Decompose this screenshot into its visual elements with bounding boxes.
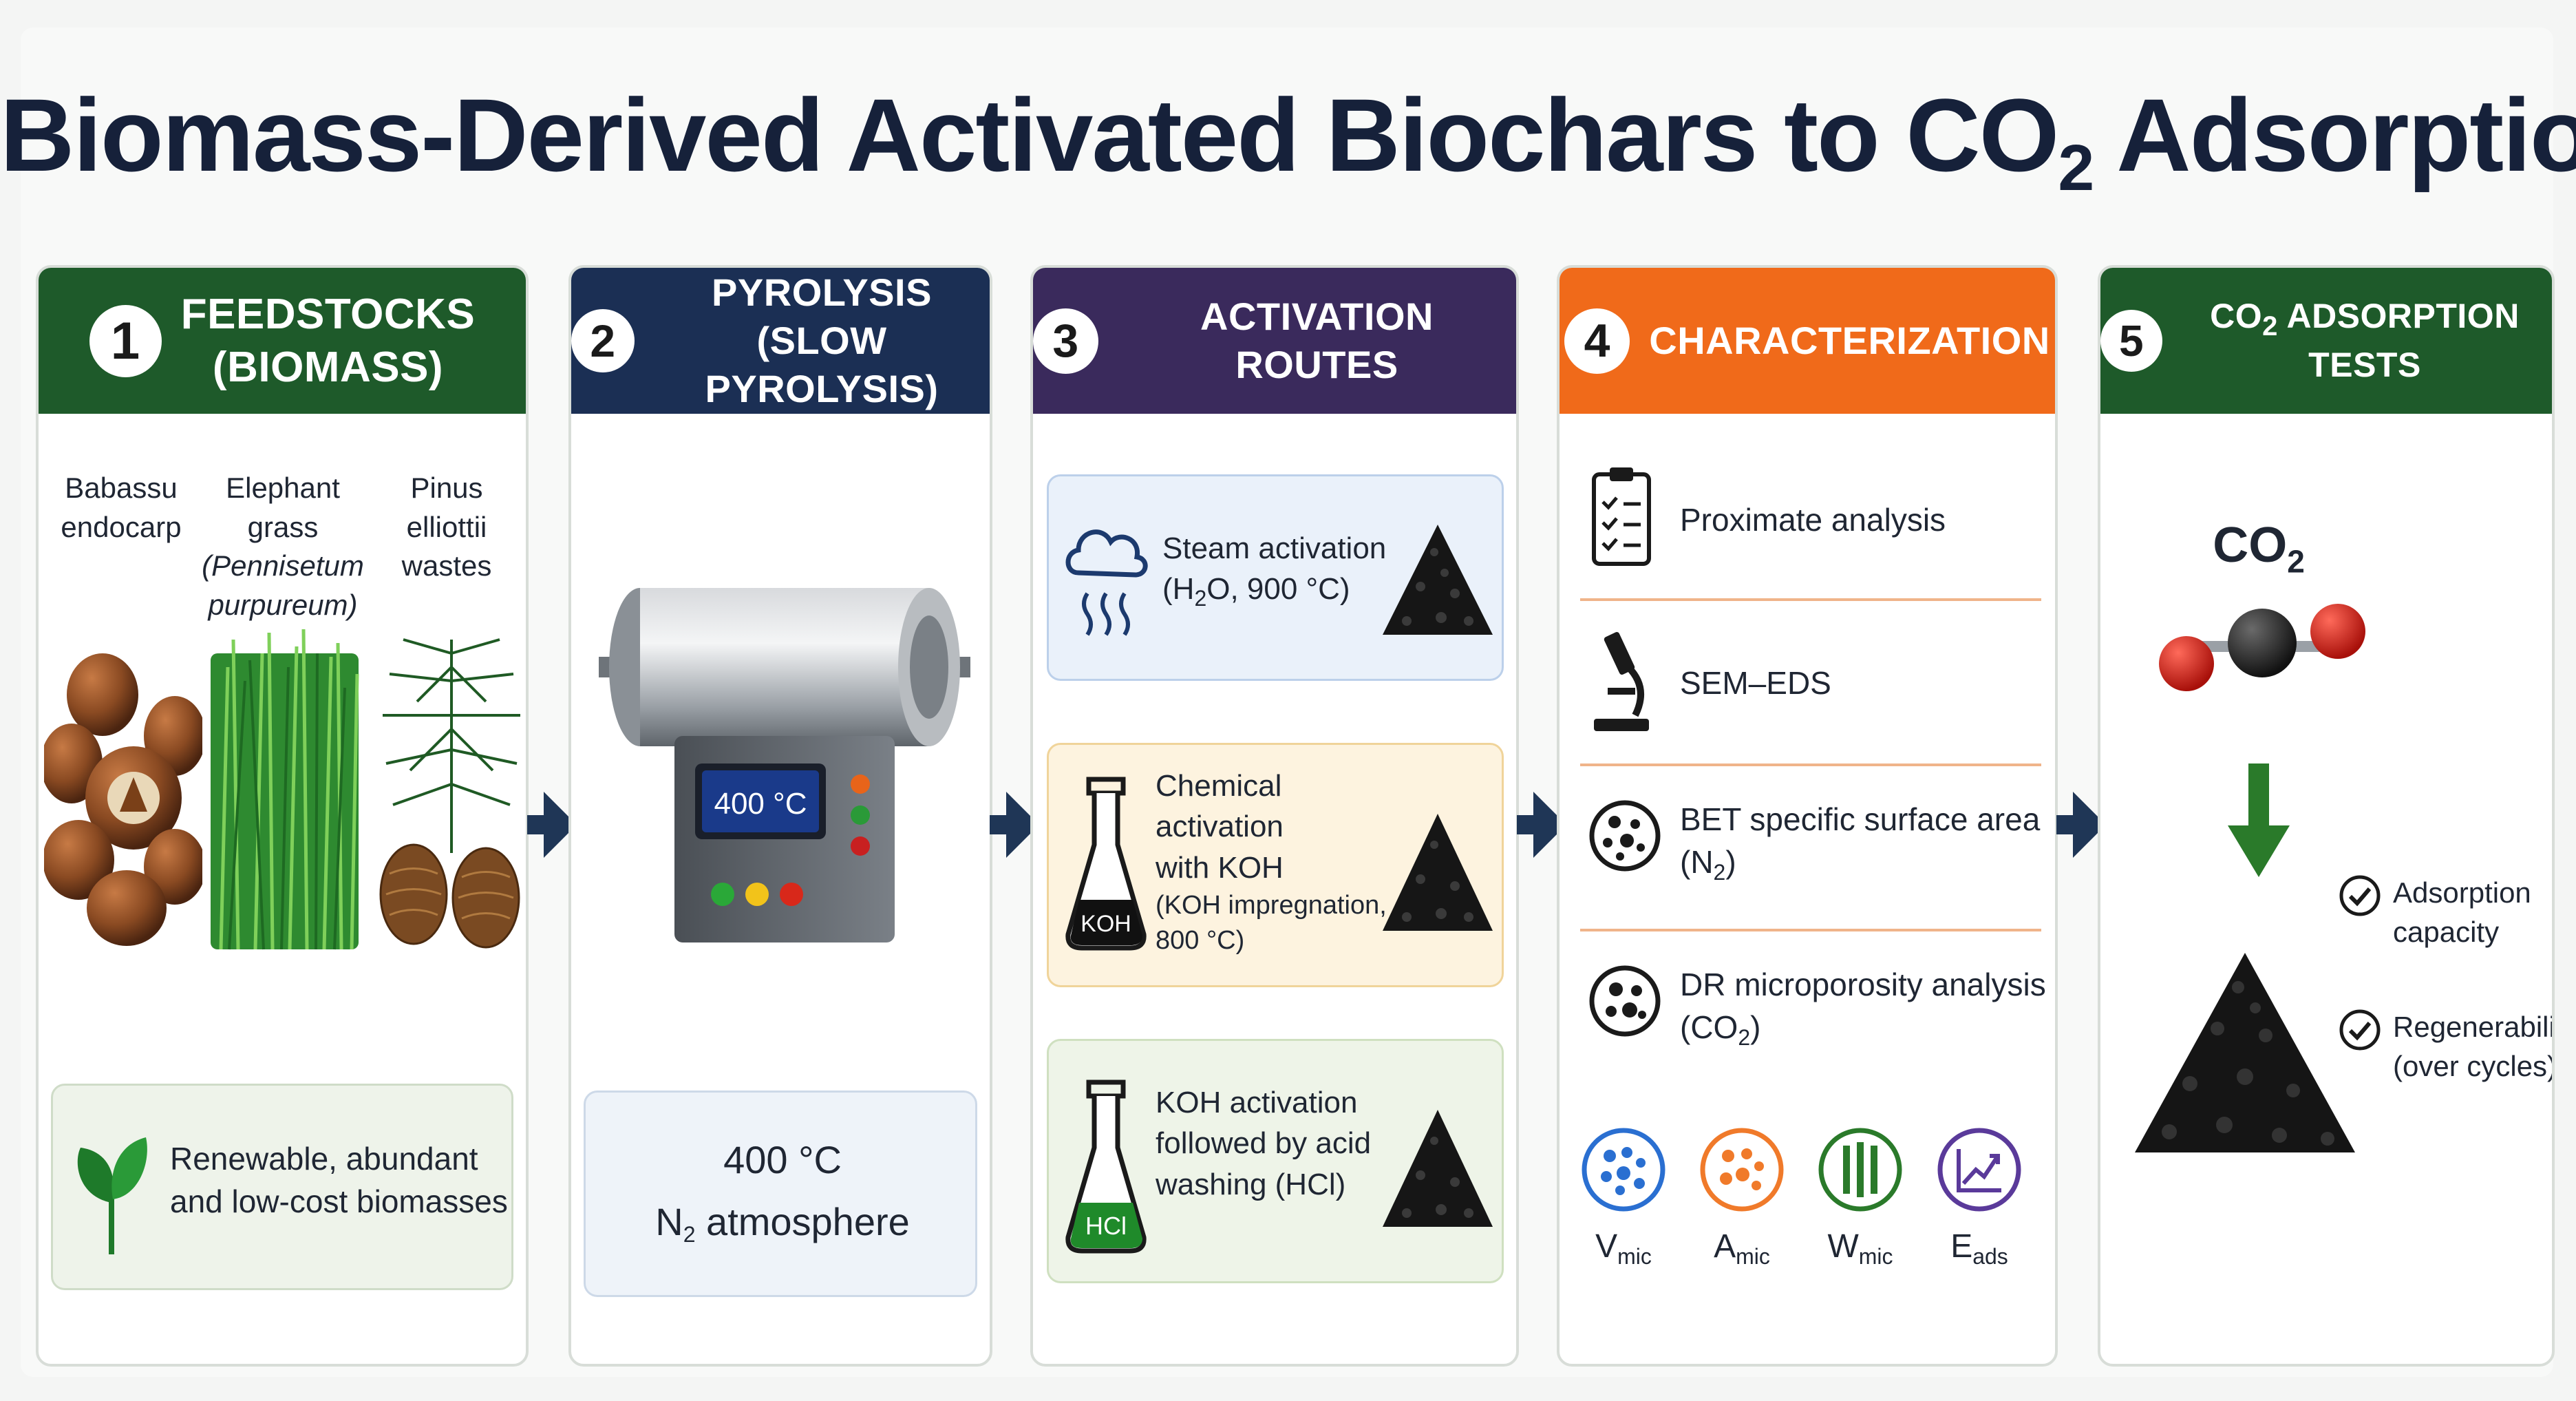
biochar-pile-image (1383, 814, 1493, 931)
divider (1580, 929, 2041, 931)
benefit-note: Renewable, abundant and low-cost biomass… (51, 1084, 513, 1290)
panel-header: 3 ACTIVATION ROUTES (1033, 268, 1516, 414)
leaf-icon (77, 1137, 147, 1254)
activation-route-koh-hcl: HCl KOH activation followed by acid wash… (1047, 1039, 1504, 1283)
panel-header: 1 FEEDSTOCKS (BIOMASS) (39, 268, 526, 414)
svg-text:HCl: HCl (1085, 1212, 1127, 1240)
micropore-volume-icon (1582, 1128, 1665, 1212)
check-icon (2339, 1009, 2381, 1051)
microscope-icon (1594, 632, 1649, 731)
panel-title: CO2 ADSORPTION TESTS (2210, 297, 2520, 385)
step-number: 3 (1033, 308, 1098, 374)
route-description: Chemical activation with KOH (KOH impreg… (1156, 769, 1387, 956)
panel-header: 5 CO2 ADSORPTION TESTS (2100, 268, 2552, 414)
temperature-condition: 400 °C (723, 1138, 842, 1181)
panel-header: 4 CHARACTERIZATION (1560, 268, 2055, 414)
babassu-nuts-image (44, 653, 202, 946)
biochar-pile-image (1383, 525, 1493, 635)
characterization-item: BET specific surface area (N2) (1680, 801, 2041, 885)
characterization-item: Proximate analysis (1680, 502, 1946, 538)
param-label: Eads (1950, 1228, 2008, 1269)
test-item: Regenerability (over cycles) (2393, 1011, 2555, 1082)
route-description: Steam activation (H2O, 900 °C) (1162, 531, 1387, 611)
panel-characterization: 4 CHARACTERIZATION Proximate analysis SE… (1557, 265, 2058, 1367)
step-number: 1 (89, 304, 162, 377)
panel-title: FEEDSTOCKS (BIOMASS) (180, 290, 476, 392)
param-label: Wmic (1827, 1228, 1893, 1269)
check-icon (2339, 875, 2381, 916)
feedstock-label: Elephant grass (Pennisetum purpureum) (202, 472, 364, 622)
divider (1580, 763, 2041, 766)
pine-wastes-image (379, 638, 520, 949)
panel-feedstocks: 1 FEEDSTOCKS (BIOMASS) Babassu endocarp … (36, 265, 529, 1367)
characterization-item: DR microporosity analysis (CO2) (1680, 967, 2046, 1051)
pyrolysis-furnace-image: 400 °C (599, 588, 970, 942)
cloud-steam-icon (1065, 529, 1148, 636)
panel-header: 2 PYROLYSIS (SLOW PYROLYSIS) (571, 268, 990, 414)
clipboard-icon (1592, 467, 1651, 566)
micropore-width-icon (1818, 1128, 1902, 1212)
pores-icon (1589, 965, 1661, 1037)
temperature-display: 400 °C (714, 787, 807, 821)
param-label: Amic (1714, 1228, 1770, 1269)
step-number: 4 (1564, 308, 1630, 374)
activation-route-koh: KOH Chemical activation with KOH (KOH im… (1047, 743, 1504, 987)
atmosphere-condition: N2 atmosphere (655, 1200, 910, 1247)
param-label: Vmic (1595, 1228, 1652, 1269)
biochar-pile-image (1383, 1110, 1493, 1227)
svg-text:KOH: KOH (1081, 911, 1131, 937)
characterization-item: SEM–EDS (1680, 665, 1831, 701)
elephant-grass-image (211, 629, 359, 950)
panel-title: ACTIVATION ROUTES (1200, 295, 1434, 386)
biochar-pile-image (2135, 953, 2355, 1152)
feedstock-label: Pinus elliottii wastes (401, 472, 492, 582)
page-title: Biomass-Derived Activated Biochars to CO… (0, 77, 2576, 204)
panel-title: CHARACTERIZATION (1649, 319, 2050, 362)
divider (1580, 598, 2041, 601)
route-description: KOH activation followed by acid washing … (1156, 1086, 1372, 1201)
hcl-flask-icon: HCl (1065, 1079, 1147, 1254)
step-number: 2 (571, 309, 635, 372)
benefit-text: Renewable, abundant and low-cost biomass… (170, 1141, 508, 1220)
co2-molecule-icon (2159, 604, 2365, 691)
feedstock-label: Babassu endocarp (61, 472, 182, 543)
molecule-label: CO2 (2213, 518, 2305, 580)
test-item: Adsorption capacity (2393, 876, 2531, 948)
pores-icon (1589, 800, 1661, 872)
koh-flask-icon: KOH (1065, 777, 1147, 951)
micropore-area-icon (1700, 1128, 1784, 1212)
down-arrow-icon (2228, 763, 2290, 877)
adsorption-energy-icon (1937, 1128, 2021, 1212)
step-number: 5 (2100, 310, 2162, 372)
panel-title: PYROLYSIS (SLOW PYROLYSIS) (705, 271, 939, 410)
panel-co2-adsorption: 5 CO2 ADSORPTION TESTS CO2 Adsorption ca… (2098, 265, 2555, 1367)
pyrolysis-conditions: 400 °C N2 atmosphere (584, 1091, 977, 1297)
panel-activation: 3 ACTIVATION ROUTES Steam activation (H2… (1030, 265, 1519, 1367)
panel-pyrolysis: 2 PYROLYSIS (SLOW PYROLYSIS) 400 °C (568, 265, 992, 1367)
activation-route-steam: Steam activation (H2O, 900 °C) (1047, 474, 1504, 681)
